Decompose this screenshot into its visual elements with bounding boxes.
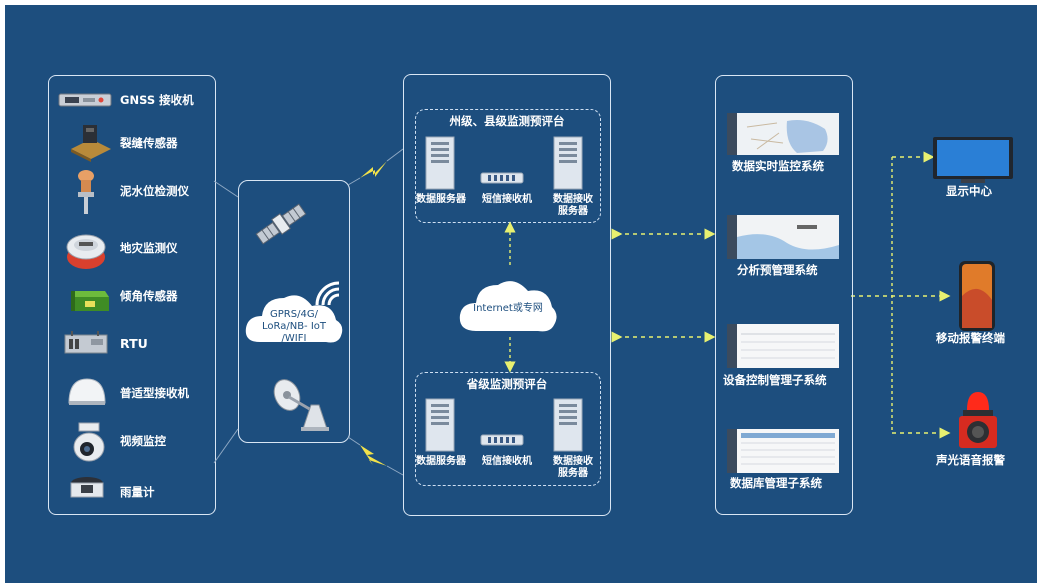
- water-level-meter-icon: [69, 168, 103, 216]
- county-item-data-receiver-server: 数据接收 服务器: [553, 194, 593, 217]
- sensor-label-crack: 裂缝传感器: [120, 136, 178, 150]
- system-label-analysis: 分析预管理系统: [737, 263, 818, 277]
- rtu-icon: [61, 329, 111, 359]
- sensor-label-rain-gauge: 雨量计: [120, 485, 155, 499]
- tilt-sensor-icon: [65, 283, 113, 315]
- data-receiver-server-icon: [553, 136, 583, 190]
- network-cloud-icon: [456, 271, 560, 337]
- county-item-sms-receiver: 短信接收机: [482, 194, 532, 205]
- lightning-bolt-bottom: [360, 445, 387, 466]
- output-label-display: 显示中心: [946, 184, 992, 198]
- sensor-label-gnss: GNSS 接收机: [120, 93, 194, 107]
- province-item-data-receiver-server: 数据接收 服务器: [553, 456, 593, 479]
- map-screenshot-icon: [727, 113, 839, 155]
- sensor-label-geohazard: 地灾监测仪: [120, 241, 178, 255]
- sensor-label-universal-receiver: 普适型接收机: [120, 386, 189, 400]
- sms-receiver-icon: [480, 433, 524, 447]
- sensor-to-comm-links: [213, 148, 404, 476]
- county-platform-title: 州级、县级监测预评台: [449, 114, 565, 128]
- crack-sensor-icon: [67, 123, 113, 163]
- database-table-screenshot-icon: [727, 429, 839, 473]
- sensor-panel: [48, 75, 216, 515]
- geohazard-monitor-icon: [65, 231, 107, 271]
- gnss-receiver-icon: [57, 91, 115, 109]
- satellite-icon: [253, 201, 309, 247]
- system-label-realtime: 数据实时监控系统: [732, 159, 824, 173]
- server-icon: [425, 398, 455, 452]
- comm-cloud-label: GPRS/4G/ LoRa/NB- IoT /WIFI: [261, 309, 327, 344]
- architecture-diagram: GNSS 接收机 裂缝传感器 泥水位检测仪 地灾监测仪 倾角传感器 RTU 普适…: [5, 5, 1037, 583]
- system-label-device: 设备控制管理子系统: [723, 373, 827, 387]
- output-label-mobile: 移动报警终端: [936, 331, 1005, 345]
- monitor-icon: [931, 135, 1015, 185]
- system-label-database: 数据库管理子系统: [730, 476, 822, 490]
- sensor-label-tilt: 倾角传感器: [120, 289, 178, 303]
- network-label: Internet或专网: [473, 303, 543, 314]
- river-map-screenshot-icon: [727, 215, 839, 259]
- lightning-bolt-top: [360, 161, 387, 178]
- rain-gauge-icon: [67, 475, 107, 503]
- sms-receiver-icon: [480, 171, 524, 185]
- systems-panel: [715, 75, 853, 515]
- platform-connectors: [504, 151, 951, 439]
- comm-cloud-icon: [242, 286, 346, 348]
- siren-alarm-icon: [953, 388, 1003, 452]
- smartphone-icon: [958, 260, 996, 332]
- video-camera-icon: [69, 421, 109, 463]
- province-platform-title: 省级监测预评台: [466, 377, 548, 391]
- province-item-data-server: 数据服务器: [416, 456, 466, 467]
- data-receiver-server-icon: [553, 398, 583, 452]
- device-table-screenshot-icon: [727, 324, 839, 368]
- universal-receiver-icon: [65, 375, 109, 407]
- sensor-label-rtu: RTU: [120, 336, 148, 351]
- sensor-label-water-level: 泥水位检测仪: [120, 184, 189, 198]
- platform-panel: [403, 74, 611, 516]
- communication-panel: [238, 180, 350, 443]
- output-label-alarm: 声光语音报警: [936, 453, 1005, 467]
- province-item-sms-receiver: 短信接收机: [482, 456, 532, 467]
- satellite-dish-icon: [273, 377, 333, 433]
- sensor-label-video: 视频监控: [120, 434, 166, 448]
- wireless-signal-icon: [313, 277, 345, 307]
- county-item-data-server: 数据服务器: [416, 194, 466, 205]
- server-icon: [425, 136, 455, 190]
